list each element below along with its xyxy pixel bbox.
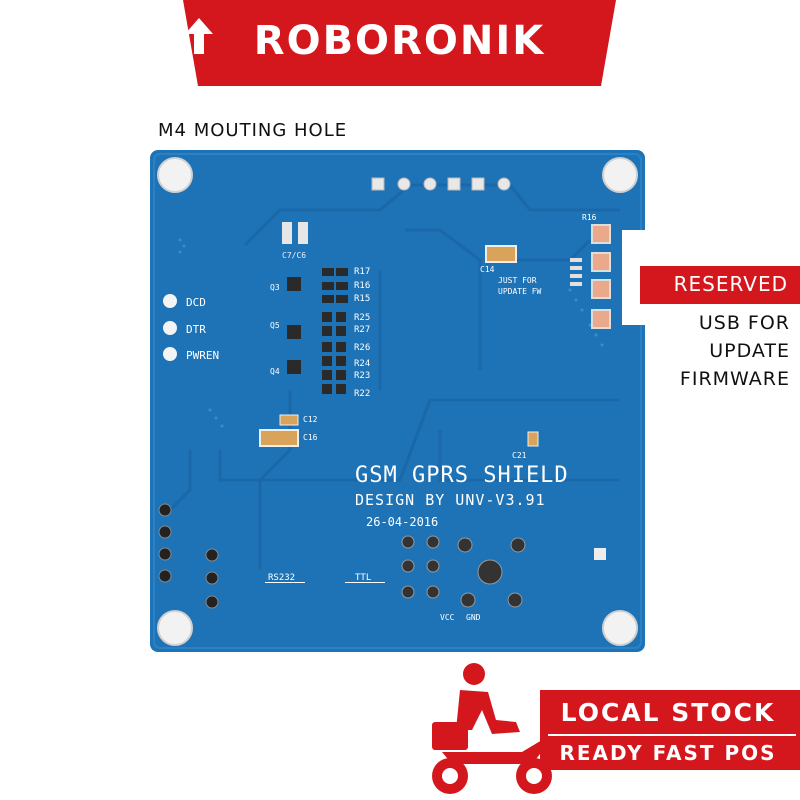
mount-hole-tl [157,157,193,193]
stock-divider [548,734,796,736]
pin-dcd-label: DCD [186,296,206,309]
svg-text:Q3: Q3 [270,283,280,292]
svg-text:C7/C6: C7/C6 [282,251,306,260]
svg-text:R22: R22 [354,389,370,399]
stock-bottom-band: READY FAST POS [540,736,800,770]
mounting-hole-label: M4 MOUTING HOLE [158,120,348,141]
pin-pwren-label: PWREN [186,349,219,362]
stock-badge: LOCAL STOCK READY FAST POS [540,690,800,800]
reserved-badge: RESERVED [640,266,800,304]
local-stock-label: LOCAL STOCK [560,698,776,727]
pcb-design: DESIGN BY UNV-V3.91 [355,491,546,509]
svg-text:GND: GND [466,613,481,622]
svg-text:R23: R23 [354,371,370,381]
mount-hole-bl [157,610,193,646]
svg-text:R17: R17 [354,267,370,277]
svg-text:R16: R16 [354,281,370,291]
svg-text:UPDATE FW: UPDATE FW [498,287,542,296]
svg-text:RS232: RS232 [268,573,295,583]
mount-hole-tr [602,157,638,193]
svg-text:R25: R25 [354,313,370,323]
mount-hole-br [602,610,638,646]
svg-text:C21: C21 [512,451,527,460]
brand-name-right: RONIK [391,18,546,64]
ready-fast-label: READY FAST POS [559,741,777,765]
svg-text:R27: R27 [354,325,370,335]
svg-text:Q5: Q5 [270,321,280,330]
pin-dtr-label: DTR [186,323,206,336]
delivery-scooter-icon [432,663,552,794]
svg-text:C16: C16 [303,433,318,442]
pcb-body [150,150,645,652]
banner-shape [183,0,616,86]
brand-name-left: ROBO [253,18,392,64]
pcb-title: GSM GPRS SHIELD [355,463,569,488]
svg-text:TTL: TTL [355,573,371,583]
pcb-board: C7/C6 DCD DTR PWREN Q3 Q5 Q4 R17 R16 R15… [150,150,645,652]
reserved-label: RESERVED [673,272,788,296]
arrow-up-icon [185,18,213,54]
firmware-label: FIRMWARE [679,368,790,390]
svg-text:R15: R15 [354,294,370,304]
pcb-date: 26-04-2016 [366,515,438,529]
svg-text:R24: R24 [354,359,370,369]
svg-text:Q4: Q4 [270,367,280,376]
usb-for-label: USB FOR [698,312,790,334]
svg-text:C14: C14 [480,265,495,274]
svg-text:VCC: VCC [440,613,455,622]
svg-text:R26: R26 [354,343,370,353]
svg-text:C12: C12 [303,415,318,424]
stock-top-band: LOCAL STOCK [540,690,800,736]
svg-text:JUST FOR: JUST FOR [498,276,537,285]
svg-text:R16: R16 [582,213,597,222]
update-label: UPDATE [709,340,790,362]
